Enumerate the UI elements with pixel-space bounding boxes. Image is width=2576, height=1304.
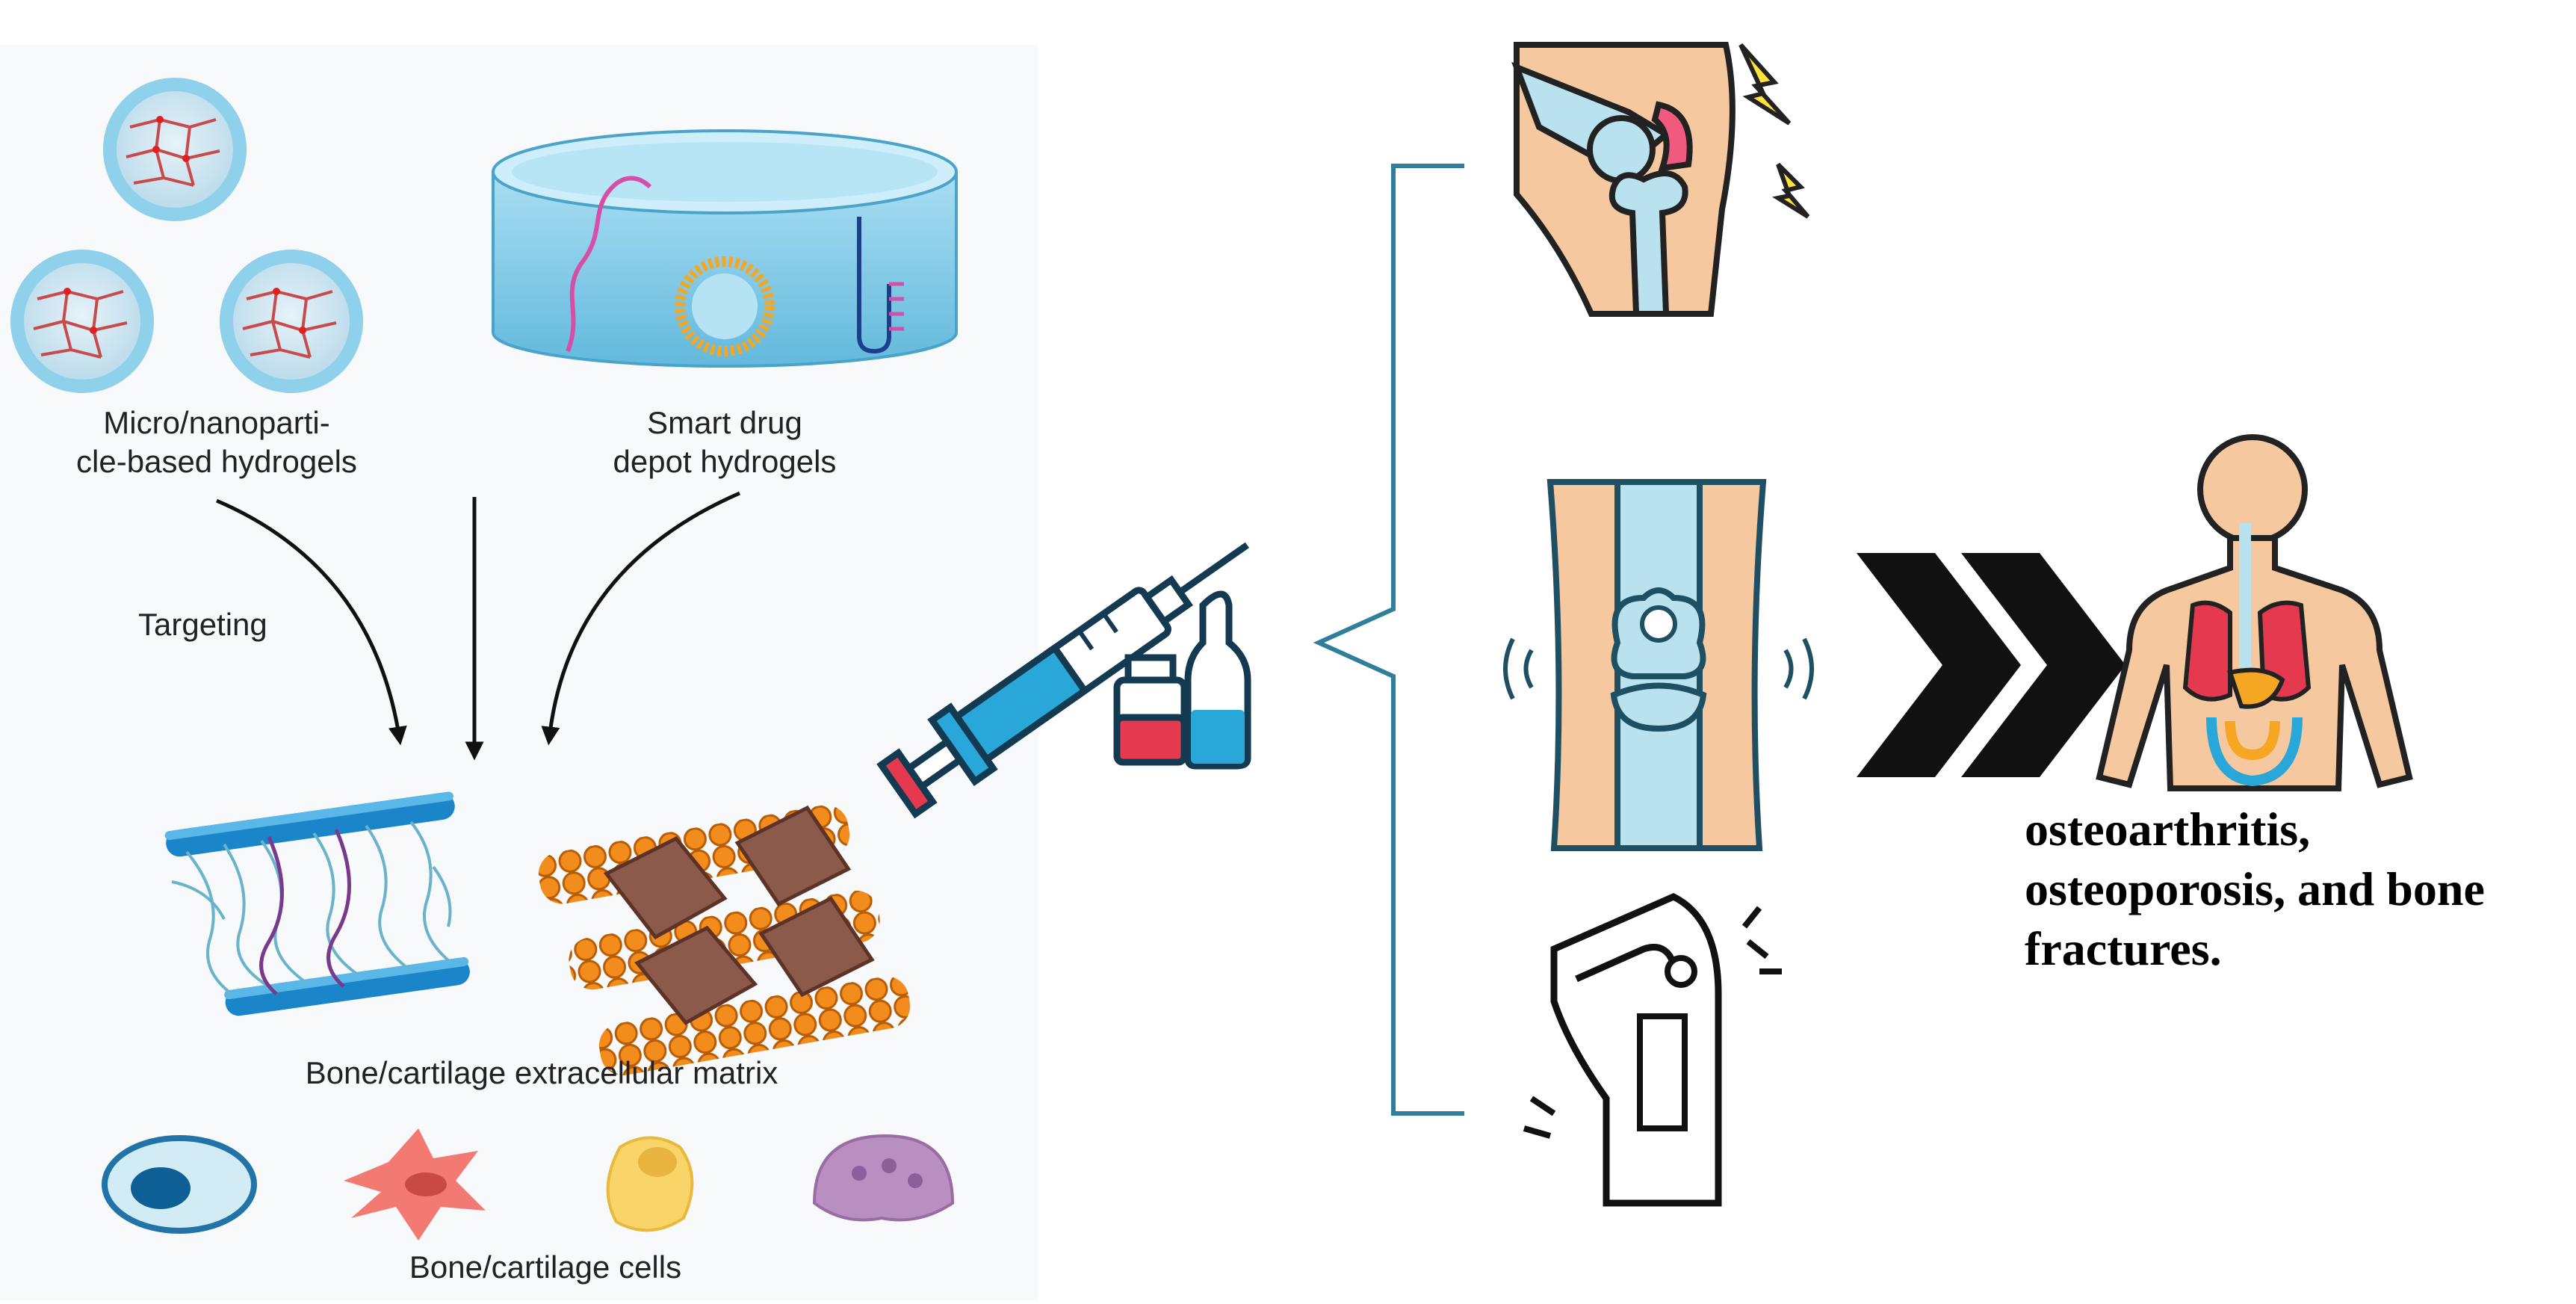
collagen-fiber-icon <box>164 791 470 1016</box>
human-organs-icon <box>2096 434 2413 791</box>
bracket <box>1313 164 1464 1116</box>
chondrocyte-icon <box>606 1136 694 1232</box>
diseases-line2: osteoporosis, and bone <box>2025 862 2485 915</box>
micro-label-line2: cle-based hydrogels <box>76 444 357 479</box>
targeting-label: Targeting <box>138 607 267 642</box>
smart-label: Smart drug depot hydrogels <box>538 404 911 481</box>
osteoclast-icon <box>812 1134 955 1222</box>
smart-label-line1: Smart drug <box>647 405 802 440</box>
ampoule-icon <box>1184 590 1251 770</box>
syringe-icon <box>876 542 1249 819</box>
double-chevron-icon <box>1857 553 2125 777</box>
fibroblast-icon <box>344 1128 486 1240</box>
targeting-arrows <box>216 491 740 761</box>
diseases-line1: osteoarthritis, <box>2025 803 2311 856</box>
mineral-matrix-icon <box>538 805 911 1075</box>
micro-label: Micro/nanoparti- cle-based hydrogels <box>15 404 418 481</box>
fractured-knee-icon <box>1523 893 1782 1207</box>
smart-label-line2: depot hydrogels <box>613 444 837 479</box>
hydrogel-depot-icon <box>492 129 958 368</box>
cells-label: Bone/cartilage cells <box>409 1249 682 1285</box>
micro-particle-icon <box>10 78 363 393</box>
osteoblast-icon <box>102 1135 257 1234</box>
ecm-label: Bone/cartilage extracellular matrix <box>305 1055 778 1090</box>
knee-xray-icon <box>1503 479 1814 851</box>
knee-pain-icon <box>1511 42 1810 317</box>
micro-label-line1: Micro/nanoparti- <box>103 405 330 440</box>
vial-icon <box>1113 654 1188 766</box>
diseases-text: osteoarthritis, osteoporosis, and bone f… <box>2025 800 2563 979</box>
diseases-line3: fractures. <box>2025 922 2222 975</box>
